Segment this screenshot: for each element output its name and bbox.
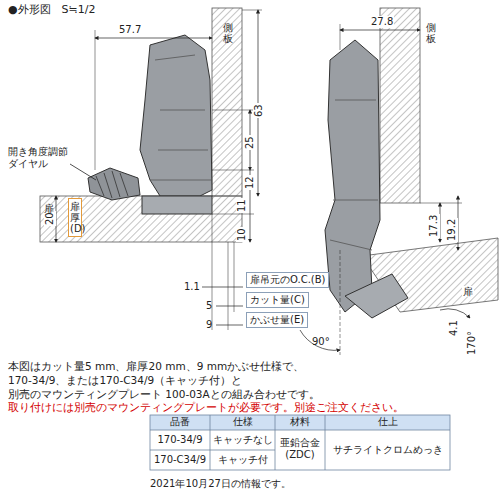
dimension-label: 63 xyxy=(253,103,265,118)
diagram-title: ●外形図 S≒1/2 xyxy=(8,4,96,16)
dimension-label: 170° xyxy=(466,330,478,356)
part-callout: 開き角度調節 ダイヤル xyxy=(8,146,80,170)
dimension-key-box: 扉吊元のO.C.(B) xyxy=(246,272,329,288)
dimension-key-box: かぶせ量(E) xyxy=(246,312,308,328)
note-text: 別売のマウンティングプレート 100-03Aとの組み合わせです。 xyxy=(8,388,320,400)
dimension-label: 12 xyxy=(244,175,256,190)
table-cell: 仕上 xyxy=(325,416,450,428)
thickness-tag: 扉厚(D) xyxy=(68,198,82,237)
side-panel xyxy=(380,8,420,203)
note-text: 本図はカット量5 mm、扉厚20 mm、9 mmかぶせ仕様で、 xyxy=(8,360,304,372)
door xyxy=(40,196,242,242)
table-cell: 仕様 xyxy=(210,416,275,428)
dimension-label: 1.1 xyxy=(184,281,200,293)
part-name: 側板 xyxy=(426,22,436,44)
table-cell: 品番 xyxy=(150,416,210,428)
dimension-label: 90° xyxy=(312,336,330,348)
hinge-arm xyxy=(140,35,212,196)
warning-note: 取り付けには別売のマウンティングプレートが必要です。別途ご注文ください。 xyxy=(8,401,404,413)
dimension-label: 27.8 xyxy=(370,16,394,28)
table-cell: 材料 xyxy=(275,416,325,428)
side-panel xyxy=(212,8,242,196)
table-cell: 170-C34/9 xyxy=(150,454,210,466)
dimension-label: 9 xyxy=(206,319,212,331)
dimension-key-box: カット量(C) xyxy=(246,292,309,308)
dimension-label: 25 xyxy=(244,135,256,150)
note-text: 170-34/9、または170-C34/9（キャッチ付）と xyxy=(8,374,242,386)
box-text: 扉吊元のO.C.(B) xyxy=(250,274,325,285)
adjust-dial xyxy=(88,168,140,200)
dimension-label: 5 xyxy=(206,300,212,312)
part-name: 扉 xyxy=(44,203,54,214)
box-text: カット量(C) xyxy=(250,294,305,305)
box-text: 扉厚(D) xyxy=(70,201,80,234)
date-note: 2021年10月27日の情報です。 xyxy=(150,478,291,490)
box-text: かぶせ量(E) xyxy=(250,314,304,325)
table-cell: キャッチ付 xyxy=(210,454,275,466)
dimension-label: 4.1 xyxy=(448,319,460,337)
table-cell: 亜鉛合金 (ZDC) xyxy=(275,437,325,461)
dimension-label: 57.7 xyxy=(118,24,142,36)
table-cell: 170-34/9 xyxy=(150,434,210,446)
dimension-label: 11 xyxy=(236,198,248,213)
hinge-cup xyxy=(345,274,408,318)
dimension-label: 19.2 xyxy=(446,218,458,242)
table-cell: キャッチなし xyxy=(210,434,275,446)
table-cell: サチライトクロムめっき xyxy=(325,444,450,456)
hinge-arm xyxy=(325,40,380,312)
dimension-label: 10 xyxy=(236,227,248,242)
part-name: 扉 xyxy=(462,286,474,297)
hinge-cup xyxy=(142,196,212,214)
part-name: 側板 xyxy=(223,22,233,44)
dimension-label: 17.3 xyxy=(428,214,440,238)
